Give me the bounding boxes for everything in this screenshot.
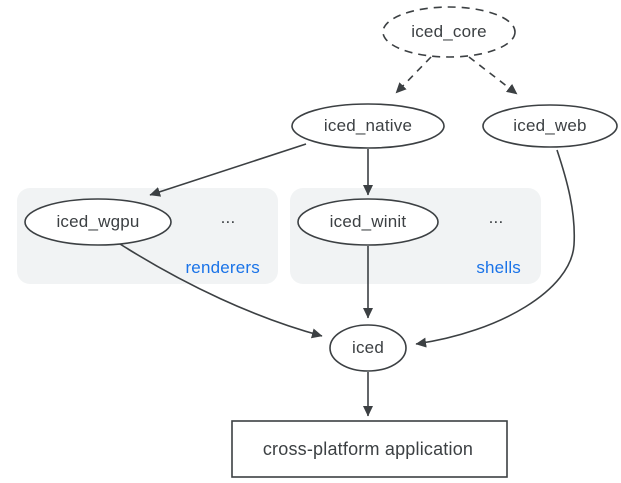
edge-iced-native-to-iced-wgpu [149,143,307,197]
renderers-ellipsis: ... [220,208,236,227]
application-label: cross-platform application [262,438,474,459]
iced-node [329,324,407,372]
iced-winit-node [297,198,439,246]
edge-iced-wgpu-to-iced [119,243,323,339]
edge-iced-core-to-iced-native [395,56,432,94]
iced-native-node [291,103,445,149]
edge-iced-core-to-iced-web [468,56,518,95]
application-node [231,420,508,478]
iced-core-label: iced_core [411,22,487,41]
iced-web-node [482,104,618,148]
iced-web-label: iced_web [513,116,587,135]
iced-label: iced [352,338,384,357]
shells-ellipsis: ... [488,208,504,227]
iced-wgpu-node [24,198,172,246]
iced-wgpu-label: iced_wgpu [56,212,140,231]
iced-winit-label: iced_winit [329,212,407,231]
iced-native-label: iced_native [323,116,413,135]
iced-core-node [382,6,516,58]
shells-group-label: shells [476,257,521,277]
renderers-group-label: renderers [185,257,260,277]
edge-iced-web-to-iced [415,149,576,348]
